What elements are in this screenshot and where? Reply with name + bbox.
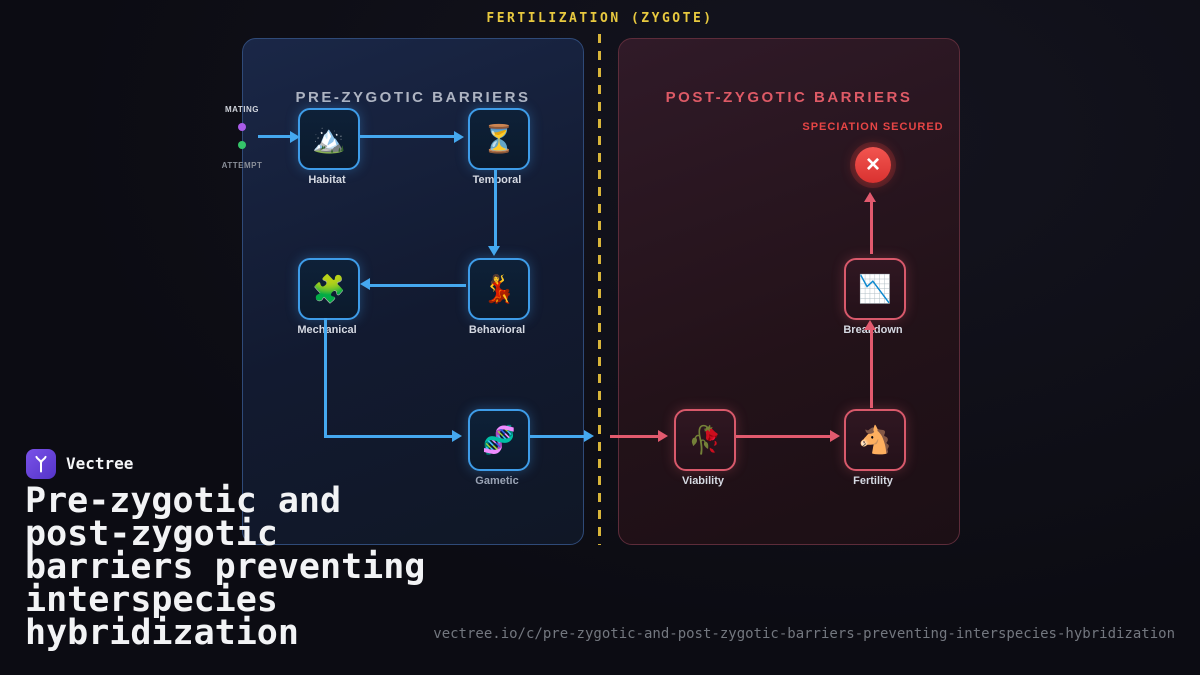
dancer-icon: 💃 — [482, 273, 516, 304]
puzzle-icon: 🧩 — [312, 273, 346, 304]
arrowhead-habitat-temporal — [454, 131, 464, 143]
mountain-icon: 🏔️ — [312, 123, 346, 154]
arrowhead-mating-habitat — [290, 131, 300, 143]
node-fertility-label: Fertility — [853, 475, 893, 487]
attempt-label: ATTEMPT — [221, 161, 263, 170]
node-habitat-label: Habitat — [308, 174, 346, 186]
arrow-behavioral-mechanical — [370, 284, 466, 287]
node-temporal: ⏳ — [468, 108, 530, 170]
post-zygotic-panel: POST-ZYGOTIC BARRIERS — [618, 38, 960, 545]
node-mechanical: 🧩 — [298, 258, 360, 320]
zygote-divider-line — [598, 34, 601, 545]
node-temporal-label: Temporal — [437, 174, 557, 186]
node-fertility: 🐴 — [844, 409, 906, 471]
chart-decreasing-icon: 📉 — [858, 273, 892, 304]
hourglass-icon: ⏳ — [482, 123, 516, 154]
dna-icon: 🧬 — [482, 424, 516, 455]
wilted-flower-icon: 🥀 — [688, 424, 722, 455]
vectree-logo — [26, 449, 56, 479]
arrowhead-fertility-breakdown — [864, 320, 876, 330]
arrow-divider-viability — [610, 435, 660, 438]
node-viability-label: Viability — [682, 475, 724, 487]
arrow-mating-habitat — [258, 135, 290, 138]
x-icon: × — [865, 151, 880, 178]
arrowhead-gametic-divider — [584, 430, 594, 442]
species-a-dot — [238, 123, 246, 131]
node-gametic: 🧬 — [468, 409, 530, 471]
node-behavioral-label: Behavioral — [468, 324, 526, 336]
arrowhead-temporal-behavioral — [488, 246, 500, 256]
species-b-dot — [238, 141, 246, 149]
node-viability: 🥀 — [674, 409, 736, 471]
mating-label: MATING — [225, 105, 259, 114]
arrowhead-mechanical-gametic — [452, 430, 462, 442]
arrow-habitat-temporal — [360, 135, 456, 138]
footer-url: vectree.io/c/pre-zygotic-and-post-zygoti… — [433, 626, 1175, 642]
arrow-viability-fertility — [736, 435, 832, 438]
pre-zygotic-title: PRE-ZYGOTIC BARRIERS — [295, 89, 531, 106]
node-behavioral: 💃 — [468, 258, 530, 320]
blocked-x-badge: × — [855, 147, 891, 183]
branch-tree-icon — [35, 455, 47, 473]
horse-icon: 🐴 — [858, 424, 892, 455]
arrow-gametic-divider — [530, 435, 586, 438]
speciation-secured-label: SPECIATION SECURED — [802, 121, 944, 133]
arrowhead-breakdown-outcome — [864, 192, 876, 202]
arrow-mechanical-gametic-horizontal — [324, 435, 454, 438]
post-zygotic-title: POST-ZYGOTIC BARRIERS — [665, 89, 913, 106]
node-gametic-label: Gametic — [475, 475, 519, 487]
arrow-temporal-behavioral — [494, 170, 497, 248]
fertilization-label: FERTILIZATION (ZYGOTE) — [486, 11, 714, 26]
arrowhead-behavioral-mechanical — [360, 278, 370, 290]
arrow-breakdown-outcome — [870, 202, 873, 254]
arrowhead-divider-viability — [658, 430, 668, 442]
arrowhead-viability-fertility — [830, 430, 840, 442]
brand-name: Vectree — [66, 454, 134, 473]
node-habitat: 🏔️ — [298, 108, 360, 170]
page-title: Pre-zygotic and post-zygotic barriers pr… — [25, 481, 426, 653]
arrow-fertility-breakdown — [870, 330, 873, 408]
node-mechanical-label: Mechanical — [297, 324, 357, 336]
pre-zygotic-panel: PRE-ZYGOTIC BARRIERS — [242, 38, 584, 545]
arrow-mechanical-gametic-vertical — [324, 318, 327, 438]
node-breakdown: 📉 — [844, 258, 906, 320]
